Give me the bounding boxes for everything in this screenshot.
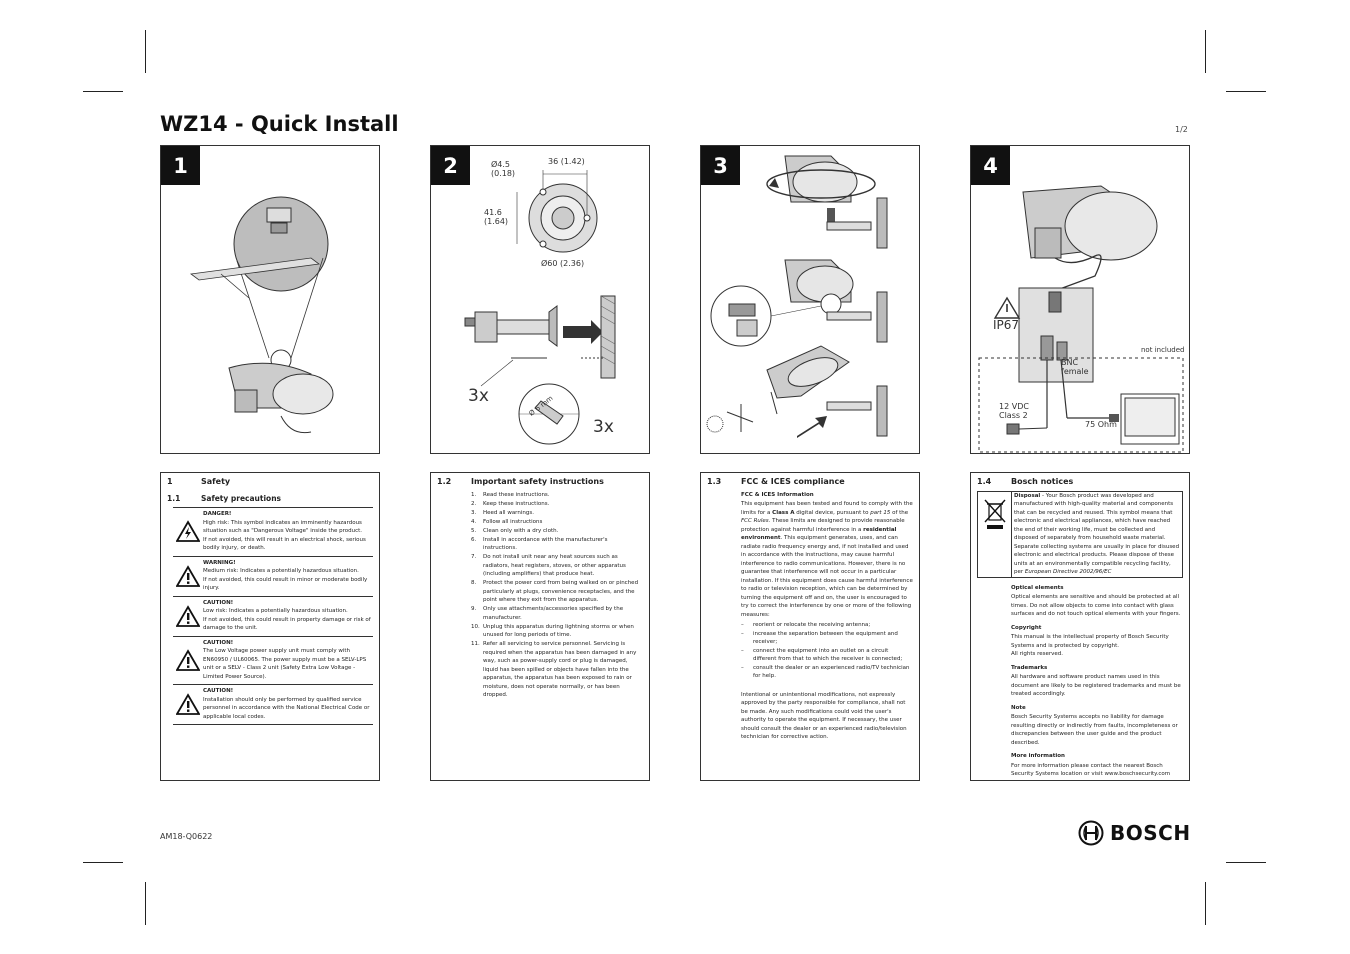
step-number: 1 [161, 146, 200, 185]
section-heading: 1.3 FCC & ICES compliance [707, 477, 845, 486]
bosch-armature-icon [1078, 820, 1104, 846]
list-item: 1.Read these instructions. [471, 491, 550, 498]
exclamation-warning-icon [176, 564, 200, 587]
step-number: 3 [701, 146, 740, 185]
instructions-list: 1.Read these instructions. 2.Keep these i… [471, 491, 643, 700]
weee-crossed-bin-icon [983, 499, 1006, 529]
list-item: –consult the dealer or an experienced ra… [741, 664, 910, 680]
fcc-section: 1.3 FCC & ICES compliance FCC & ICES Inf… [700, 472, 920, 781]
dim-height-label: 41.6 [484, 208, 502, 217]
page-number: 1/2 [1175, 125, 1188, 134]
crop-mark [83, 91, 123, 92]
bosch-notices-section: 1.4 Bosch notices Disposal - Your Bosch … [970, 472, 1190, 781]
high-voltage-warning-icon [176, 520, 200, 543]
measures-list: –reorient or relocate the receiving ante… [741, 621, 913, 681]
warning-item: CAUTION! Installation should only be per… [173, 684, 373, 725]
wiring-diagram-illustration [978, 185, 1184, 453]
crop-mark [83, 862, 123, 863]
bnc-label: BNC [1061, 358, 1079, 367]
section-heading: 1 Safety [167, 477, 231, 486]
exclamation-warning-icon [176, 604, 200, 627]
dim-diameter-label: Ø60 (2.36) [541, 259, 585, 268]
camera-alignment-illustration [706, 155, 888, 438]
page-title: WZ14 - Quick Install [160, 112, 399, 136]
list-item: 4.Follow all instructions [471, 518, 543, 525]
list-item: 3.Heed all warnings. [471, 509, 534, 516]
power-class-label: Class 2 [999, 411, 1028, 420]
list-item: 10.Unplug this apparatus during lightnin… [471, 623, 634, 639]
warning-list: DANGER! High risk: This symbol indicates… [167, 507, 373, 725]
plug-count-label: 3x [593, 417, 614, 437]
bosch-logo: BOSCH [1078, 820, 1191, 846]
mounting-detail-illustration [189, 196, 334, 434]
list-item: 7.Do not install unit near any heat sour… [471, 554, 626, 577]
step-4-panel: 4 IP67 not included BNC female 12 VDC Cl… [970, 145, 1190, 454]
exclamation-warning-icon [176, 648, 200, 671]
safety-instructions-section: 1.2 Important safety instructions 1.Read… [430, 472, 650, 781]
fcc-paragraph: This equipment has been tested and found… [741, 501, 913, 618]
exclamation-warning-icon [176, 693, 200, 715]
crop-mark [1205, 882, 1206, 925]
disposal-notice: Disposal - Your Bosch product was develo… [977, 490, 1183, 578]
step-number: 2 [431, 146, 470, 185]
subsection-heading: 1.1 Safety precautions [167, 493, 282, 503]
fcc-paragraph: Intentional or unintentional modificatio… [741, 691, 907, 741]
step-2-panel: 2 Ø4.5 (0.18) 36 (1.42) 41.6 (1.64) Ø60 … [430, 145, 650, 454]
not-included-label: not included [1141, 346, 1185, 354]
step-1-panel: 1 [160, 145, 380, 454]
dim-hole-inch-label: (0.18) [491, 169, 516, 178]
list-item: –increase the separation between the equ… [741, 630, 898, 646]
dim-hole-label: Ø4.5 [491, 160, 511, 169]
list-item: –connect the equipment into an outlet on… [741, 647, 903, 663]
crop-mark [1205, 30, 1206, 73]
warning-item: CAUTION! The Low Voltage power supply un… [173, 635, 373, 685]
list-item: 2.Keep these instructions. [471, 500, 550, 507]
list-item: 6.Install in accordance with the manufac… [471, 536, 608, 552]
step-3-panel: 3 [700, 145, 920, 454]
fcc-body: FCC & ICES Information This equipment ha… [741, 491, 913, 742]
safety-section: 1 Safety 1.1 Safety precautions DANGER! … [160, 472, 380, 781]
section-heading: 1.2 Important safety instructions [437, 477, 604, 486]
list-item: 8.Protect the power cord from being walk… [471, 580, 639, 603]
warning-item: CAUTION! Low risk: Indicates a potential… [173, 595, 373, 636]
warning-item: DANGER! High risk: This symbol indicates… [173, 507, 373, 556]
brand-name: BOSCH [1110, 821, 1191, 845]
crop-mark [1226, 862, 1266, 863]
screw-count-label: 3x [468, 386, 489, 406]
fcc-subheading: FCC & ICES Information [741, 491, 814, 498]
dim-width-label: 36 (1.42) [548, 157, 585, 166]
power-label: 12 VDC [999, 402, 1029, 411]
step-number: 4 [971, 146, 1010, 185]
crop-mark [145, 30, 146, 73]
crop-mark [145, 882, 146, 925]
list-item: 9.Only use attachments/accessories speci… [471, 606, 624, 621]
bracket-drilling-illustration [464, 170, 616, 445]
ip-rating-label: IP67 [993, 318, 1020, 332]
list-item: 5.Clean only with a dry cloth. [471, 527, 559, 534]
bnc-female-label: female [1061, 367, 1089, 376]
list-item: 11.Refer all servicing to service person… [471, 641, 637, 698]
dim-height-inch-label: (1.64) [484, 217, 509, 226]
list-item: –reorient or relocate the receiving ante… [741, 622, 871, 628]
crop-mark [1226, 91, 1266, 92]
section-heading: 1.4 Bosch notices [977, 477, 1074, 486]
impedance-label: 75 Ohm [1085, 420, 1117, 429]
warning-item: WARNING! Medium risk: Indicates a potent… [173, 555, 373, 596]
document-id: AM18-Q0622 [160, 832, 213, 841]
